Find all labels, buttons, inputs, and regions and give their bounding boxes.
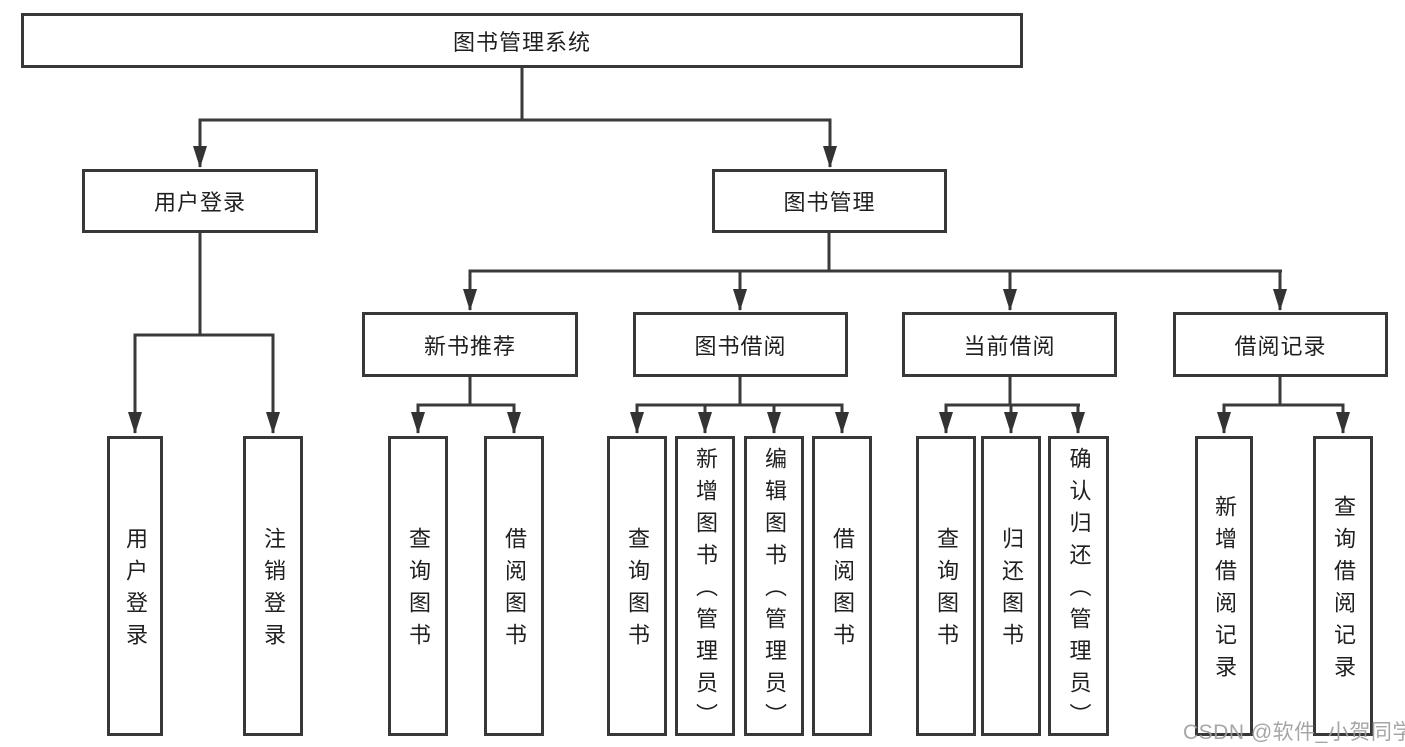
leaf-user-login: 用户登录 — [107, 436, 163, 736]
leaf-recommend-borrow-books: 借阅图书 — [484, 436, 544, 736]
leaf-recommend-query-books-label: 查询图书 — [406, 527, 431, 655]
node-current-borrowing: 当前借阅 — [902, 312, 1117, 377]
node-borrow-records: 借阅记录 — [1173, 312, 1388, 377]
leaf-records-query-record-label: 查询借阅记录 — [1331, 495, 1356, 687]
node-user-login: 用户登录 — [82, 169, 318, 233]
leaf-records-query-record: 查询借阅记录 — [1313, 436, 1373, 736]
leaf-borrowing-edit-books-label: 编辑图书（管理员） — [762, 447, 787, 735]
leaf-logout: 注销登录 — [243, 436, 303, 736]
leaf-records-add-record: 新增借阅记录 — [1195, 436, 1253, 736]
leaf-logout-label: 注销登录 — [261, 527, 286, 655]
leaf-borrowing-edit-books: 编辑图书（管理员） — [744, 436, 804, 736]
leaf-recommend-borrow-books-label: 借阅图书 — [502, 527, 527, 655]
leaf-current-query-books-label: 查询图书 — [934, 527, 959, 655]
leaf-current-query-books: 查询图书 — [916, 436, 976, 736]
leaf-current-confirm-return-label: 确认归还（管理员） — [1066, 447, 1092, 735]
node-new-book-recommend: 新书推荐 — [362, 312, 578, 377]
leaf-borrowing-borrow-books: 借阅图书 — [812, 436, 872, 736]
leaf-borrowing-add-books: 新增图书（管理员） — [675, 436, 735, 736]
node-book-borrowing: 图书借阅 — [633, 312, 848, 377]
csdn-watermark: CSDN @软件_小贺同学 — [1183, 721, 1405, 744]
leaf-current-confirm-return: 确认归还（管理员） — [1048, 436, 1109, 736]
leaf-borrowing-borrow-books-label: 借阅图书 — [830, 527, 855, 655]
leaf-current-return-books-label: 归还图书 — [999, 527, 1024, 655]
leaf-borrowing-add-books-label: 新增图书（管理员） — [693, 447, 718, 735]
node-root: 图书管理系统 — [21, 13, 1023, 68]
leaf-user-login-label: 用户登录 — [123, 527, 148, 655]
leaf-current-return-books: 归还图书 — [981, 436, 1041, 736]
leaf-borrowing-query-books: 查询图书 — [607, 436, 667, 736]
node-book-management: 图书管理 — [712, 169, 947, 233]
leaf-borrowing-query-books-label: 查询图书 — [625, 527, 650, 655]
leaf-recommend-query-books: 查询图书 — [388, 436, 448, 736]
leaf-records-add-record-label: 新增借阅记录 — [1212, 495, 1237, 687]
